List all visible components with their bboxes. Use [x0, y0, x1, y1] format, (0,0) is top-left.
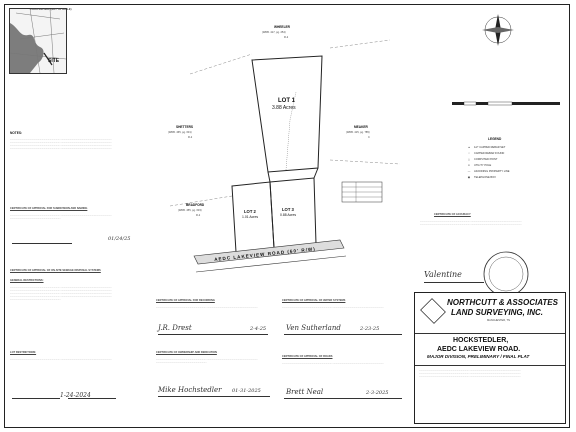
lot2-area: 1.01 Acres — [242, 215, 259, 219]
firm-name-line2: LAND SURVEYING, INC. — [451, 308, 544, 317]
adjoiner-bradford-name: BRADFORD — [186, 203, 205, 207]
legend-title: LEGEND — [488, 137, 502, 141]
adjoiner-wheeler-ref: (WDB. 417, pg. 254) — [262, 31, 286, 34]
notes-body: ........................................… — [10, 138, 112, 151]
signature-surveyor: Valentine — [424, 270, 462, 279]
lot3-name: LOT 3 — [282, 207, 294, 212]
certificate-roads-body: ........................................… — [282, 362, 384, 365]
general-restrictions-body: ........................................… — [10, 286, 112, 302]
firm-city: MANCHESTER, TN — [487, 319, 511, 322]
project-title-2: AEDC LAKEVIEW ROAD. — [437, 346, 521, 353]
title-block: NORTHCUTT & ASSOCIATES LAND SURVEYING, I… — [414, 292, 566, 424]
date-signature-6: 1-24-2024 — [60, 392, 91, 399]
adjoiner-bradford-code: R-2 — [196, 214, 201, 217]
signature-owner: Mike Hochstedler — [158, 386, 222, 394]
adjoiner-shetters-code: R-2 — [188, 136, 193, 139]
firm-logo — [420, 298, 446, 324]
telephone-box-icon: ▣ — [467, 176, 471, 179]
location-map-drawing — [10, 9, 66, 73]
notes-header: NOTES: — [10, 131, 23, 135]
adjoiner-shetters-ref: (WDB. 465, pg. 631) — [168, 131, 192, 134]
date-signature-5: 2-3-2025 — [366, 390, 389, 396]
lot-restrictions-header: LOT RESTRICTIONS: — [10, 351, 37, 354]
property-line-icon: — — [467, 170, 471, 173]
certificate-sewage-title: CERTIFICATE OF APPROVAL OF ON-SITE SEWAG… — [10, 269, 101, 272]
adjoiner-wheeler-name: WHEELER — [274, 25, 290, 29]
certificate-water-title: CERTIFICATE OF APPROVAL OF WATER SYSTEMS — [282, 299, 346, 302]
legend-item: ⊙UTILITY POLE — [467, 164, 492, 167]
rebar-found-icon: ○ — [468, 152, 470, 155]
adjoiner-meaker-code: C — [368, 136, 370, 139]
adjoiner-meaker-ref: (WDB. 415, pg. 785) — [346, 131, 370, 134]
certificate-accuracy-title: CERTIFICATE OF ACCURACY — [434, 213, 471, 216]
site-label: SITE — [48, 58, 60, 64]
date-signature-4: 01-31-2025 — [232, 388, 261, 394]
signature-roads: Brett Neal — [286, 388, 324, 396]
certificate-subdivision-title: CERTIFICATE OF APPROVAL FOR SUBDIVISION … — [10, 207, 88, 210]
legend-item: ○CAPPED REBAR FOUND — [466, 152, 504, 155]
legend-item: △COMPUTED POINT — [468, 158, 498, 161]
location-map: SITE — [9, 8, 67, 74]
project-title-3: MAJOR DIVISION, PRELIMINARY / FINAL PLAT — [427, 354, 530, 359]
certificate-water-body: ........................................… — [282, 306, 384, 309]
lot2-name: LOT 2 — [244, 209, 256, 214]
certificate-accuracy-body: ........................................… — [420, 220, 522, 227]
certificate-recording-title: CERTIFICATE OF APPROVAL FOR RECORDING — [156, 299, 215, 302]
location-map-title: LOCATION MAP (NOT TO SCALE) — [30, 8, 72, 11]
certificate-roads-title: CERTIFICATE OF APPROVAL OF ROADS — [282, 355, 333, 358]
lot-restrictions-body: ........................................… — [10, 358, 112, 361]
certificate-ownership-body: ........................................… — [156, 358, 258, 365]
certificate-recording-body: ........................................… — [156, 306, 258, 309]
certificate-subdivision-body: ........................................… — [10, 214, 112, 221]
firm-name-line1: NORTHCUTT & ASSOCIATES — [447, 298, 558, 307]
general-restrictions-header: GENERAL RESTRICTIONS: — [10, 279, 44, 282]
rebar-set-icon: ● — [468, 146, 470, 149]
title-block-details: ........................................… — [419, 369, 521, 379]
project-title-1: HOCKSTEDLER, — [453, 337, 509, 344]
lot3-area: 0.88 Acres — [280, 213, 297, 217]
date-signature-2: 2-4-25 — [250, 326, 267, 332]
plat-sheet — [4, 4, 570, 428]
legend-item: ▣TELEPHONE BOX — [467, 176, 496, 179]
adjoiner-bradford-ref: (WDB. 455, pg. 633) — [178, 209, 202, 212]
signature-water: Ven Sutherland — [286, 324, 341, 332]
lot1-name: LOT 1 — [278, 98, 296, 104]
legend-item: ●1/2" CAPPED REBAR SET — [466, 146, 505, 149]
date-signature-1: 01/24/25 — [108, 236, 131, 242]
legend-item: —ADJOINING PROPERTY LINE — [467, 170, 510, 173]
signature-planning: J.R. Drest — [158, 324, 192, 332]
certificate-ownership-title: CERTIFICATE OF OWNERSHIP AND DEDICATION — [156, 351, 217, 354]
adjoiner-wheeler-code: R-2 — [284, 36, 289, 39]
lot1-area: 3.88 Acres — [272, 105, 296, 111]
adjoiner-shetters-name: SHETTERS — [176, 125, 194, 129]
computed-point-icon: △ — [468, 158, 470, 161]
utility-pole-icon: ⊙ — [467, 164, 471, 167]
date-signature-3: 2-23-25 — [360, 326, 380, 332]
adjoiner-meaker-name: MEAKER — [354, 125, 368, 129]
